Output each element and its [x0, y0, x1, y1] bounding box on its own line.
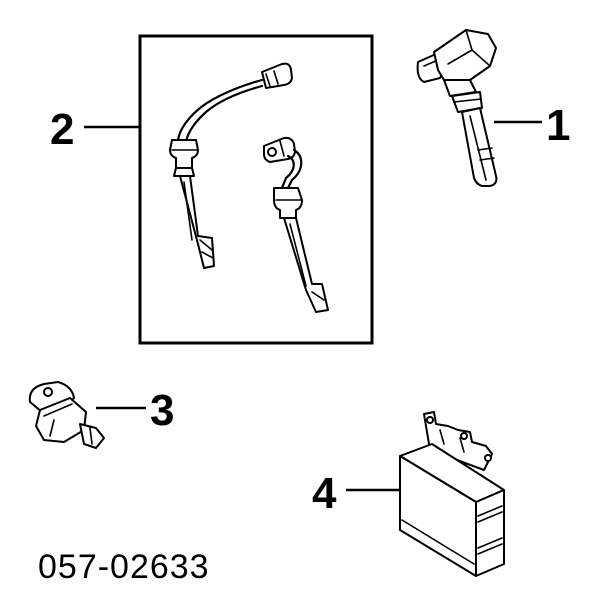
diagram-part-number: 057-02633: [38, 548, 210, 586]
igniter-module: [399, 411, 505, 577]
callout-3: 3: [150, 386, 174, 435]
spark-plug-wire-long: [169, 62, 293, 269]
callout-2: 2: [50, 105, 74, 154]
callout-1: 1: [546, 101, 570, 150]
ignition-coil: [416, 29, 498, 187]
wire-set-frame: [138, 34, 374, 345]
position-sensor: [28, 381, 105, 449]
spark-plug-wire-short: [263, 136, 329, 313]
callout-4: 4: [312, 469, 337, 518]
